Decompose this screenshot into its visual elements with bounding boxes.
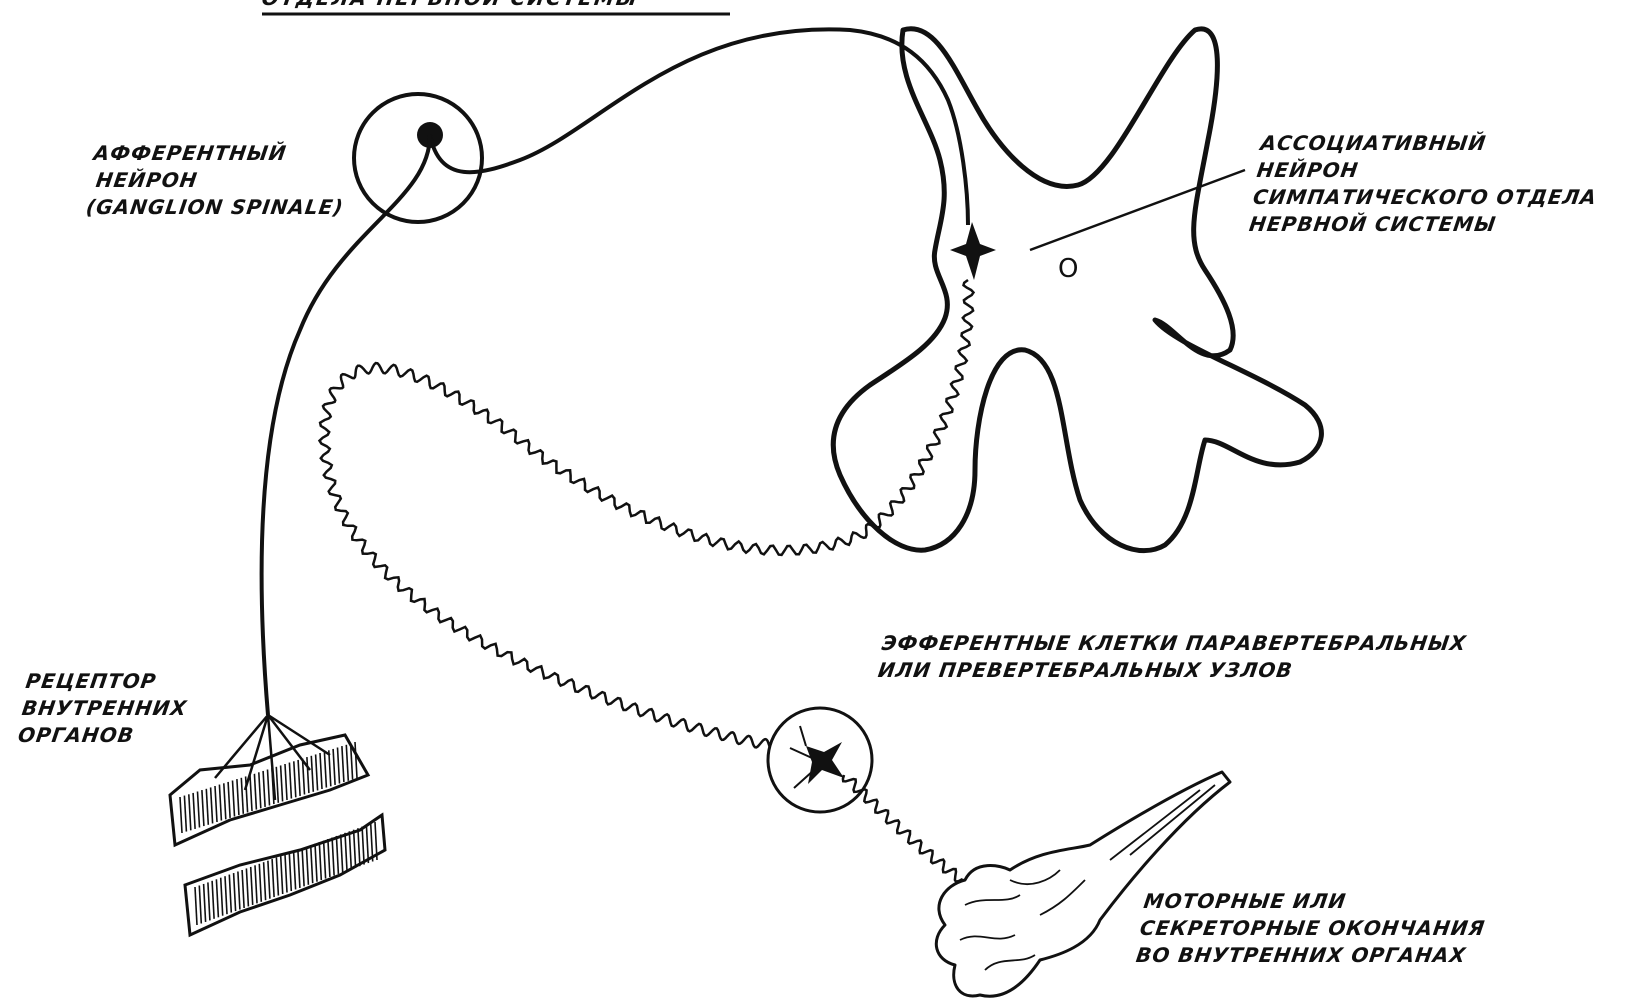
motor-endings-label: МОТОРНЫЕ ИЛИ СЕКРЕТОРНЫЕ ОКОНЧАНИЯ ВО ВН… bbox=[1134, 888, 1490, 969]
efferent-cells-label: ЭФФЕРЕНТНЫЕ КЛЕТКИ ПАРАВЕРТЕБРАЛЬНЫХ ИЛИ… bbox=[876, 630, 1468, 684]
afferent-central-fiber bbox=[430, 29, 968, 225]
receptor-tissue-lower bbox=[185, 815, 385, 935]
spinal-cord-outline bbox=[833, 29, 1321, 551]
spinal-canal-letter: О bbox=[1058, 254, 1078, 284]
afferent-label-line-2: НЕЙРОН bbox=[88, 167, 349, 194]
diagram-title-fragment: ОТДЕЛА НЕРВНОЙ СИСТЕМЫ bbox=[260, 0, 640, 10]
afferent-label-line-3: (GANGLION SPINALE) bbox=[84, 194, 345, 221]
associative-label-line-3: СИМПАТИЧЕСКОГО ОТДЕЛА bbox=[1251, 184, 1598, 211]
associative-neuron-body bbox=[950, 222, 996, 280]
receptor-label-line-1: РЕЦЕПТОР bbox=[24, 668, 193, 695]
motor-label-line-3: ВО ВНУТРЕННИХ ОРГАНАХ bbox=[1134, 942, 1483, 969]
preganglionic-fiber bbox=[320, 280, 974, 747]
receptor-label-line-3: ОРГАНОВ bbox=[16, 722, 185, 749]
spinal-ganglion-circle bbox=[354, 94, 482, 222]
associative-pointer-line bbox=[1030, 170, 1245, 250]
receptor-label-line-2: ВНУТРЕННИХ bbox=[20, 695, 189, 722]
associative-label-line-4: НЕРВНОЙ СИСТЕМЫ bbox=[1247, 211, 1594, 238]
associative-label-line-1: АССОЦИАТИВНЫЙ bbox=[1259, 130, 1606, 157]
afferent-label-line-1: АФФЕРЕНТНЫЙ bbox=[92, 140, 353, 167]
efferent-label-line-1: ЭФФЕРЕНТНЫЕ КЛЕТКИ ПАРАВЕРТЕБРАЛЬНЫХ bbox=[880, 630, 1468, 657]
efferent-neuron-body bbox=[806, 742, 844, 784]
motor-label-line-1: МОТОРНЫЕ ИЛИ bbox=[1142, 888, 1491, 915]
afferent-neuron-label: АФФЕРЕНТНЫЙ НЕЙРОН (GANGLION SPINALE) bbox=[84, 140, 353, 221]
motor-label-line-2: СЕКРЕТОРНЫЕ ОКОНЧАНИЯ bbox=[1138, 915, 1487, 942]
associative-label-line-2: НЕЙРОН bbox=[1255, 157, 1602, 184]
receptor-label: РЕЦЕПТОР ВНУТРЕННИХ ОРГАНОВ bbox=[16, 668, 192, 749]
efferent-label-line-2: ИЛИ ПРЕВЕРТЕБРАЛЬНЫХ УЗЛОВ bbox=[876, 657, 1464, 684]
associative-neuron-label: АССОЦИАТИВНЫЙ НЕЙРОН СИМПАТИЧЕСКОГО ОТДЕ… bbox=[1247, 130, 1606, 238]
